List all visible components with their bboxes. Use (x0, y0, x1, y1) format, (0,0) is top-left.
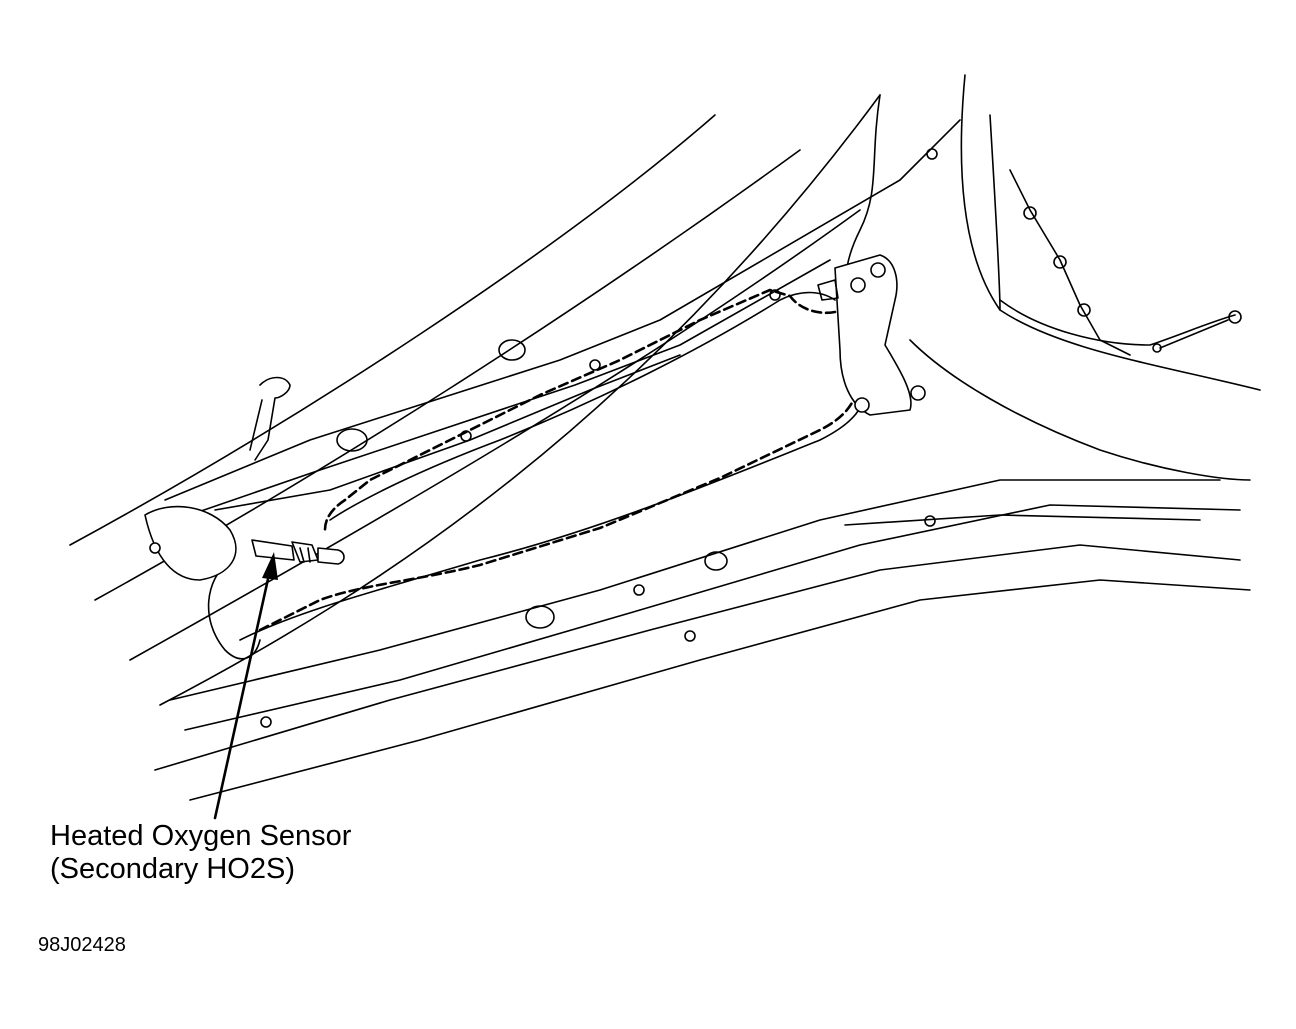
floor-pan-holes (260, 148, 1242, 728)
callout-line-2: (Secondary HO2S) (50, 853, 295, 885)
figure-id: 98J02428 (38, 934, 126, 956)
frame-rail (154, 119, 1251, 801)
exhaust-pipe (207, 291, 865, 660)
oxygen-sensor (251, 539, 345, 565)
crossmember (845, 74, 1261, 481)
callout-leader-arrow (213, 552, 278, 820)
hanger-bracket (249, 376, 291, 461)
heat-shield-outline (258, 288, 858, 632)
callout-label: Heated Oxygen Sensor (Secondary HO2S) (50, 820, 351, 886)
body-panel-sweeps (69, 94, 881, 706)
converter-shield (144, 505, 237, 581)
exhaust-flange (817, 254, 926, 416)
callout-line-1: Heated Oxygen Sensor (50, 820, 352, 852)
